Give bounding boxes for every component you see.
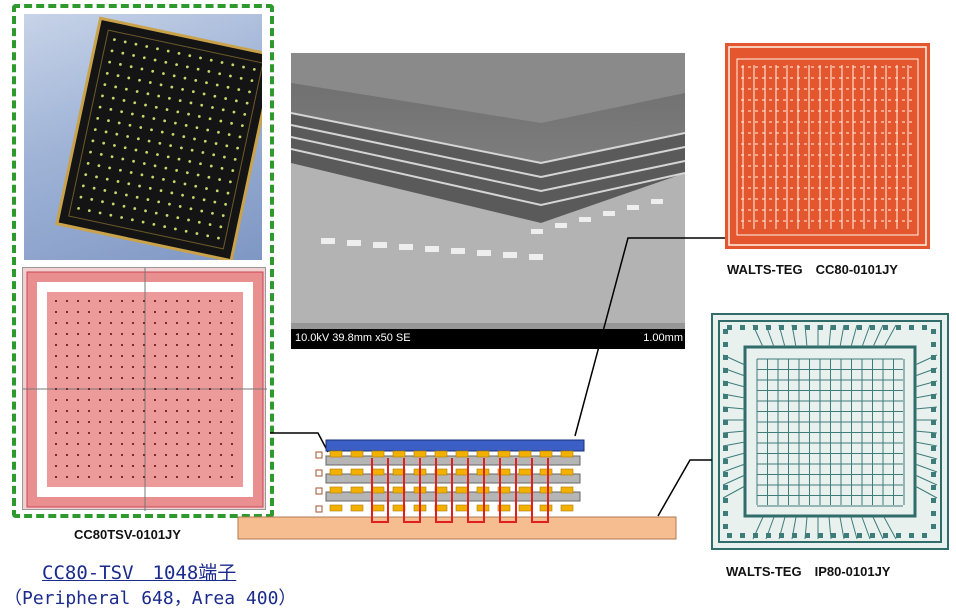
connector-layout-line bbox=[270, 432, 329, 453]
chip-photo-graphic bbox=[55, 16, 262, 260]
walts-cc80-layout bbox=[725, 43, 930, 249]
top-chip bbox=[325, 439, 585, 452]
connector-cc80-line bbox=[574, 237, 725, 437]
tsv-layout-drawing bbox=[22, 267, 267, 511]
walts-ip80-graphic bbox=[718, 320, 942, 543]
sem-info-bar: 10.0kV 39.8mm x50 SE 1.00mm bbox=[291, 329, 685, 349]
sem-graphic bbox=[291, 53, 685, 349]
sub-title: （Peripheral 648，Area 400） bbox=[4, 588, 297, 609]
walts-ip80-layout bbox=[711, 313, 949, 550]
sem-readout: 10.0kV 39.8mm x50 SE bbox=[295, 332, 411, 344]
tsv-layout-caption: CC80TSV-0101JY bbox=[74, 527, 181, 542]
substrate bbox=[237, 516, 677, 540]
sem-scale-label: 1.00mm bbox=[643, 332, 683, 344]
walts-cc80-caption: WALTS-TEG CC80-0101JY bbox=[727, 262, 898, 277]
main-title: CC80-TSV 1048端子 bbox=[42, 562, 237, 584]
connector-ip80-line bbox=[657, 459, 712, 517]
tsv-group-dashed-box bbox=[12, 4, 274, 518]
walts-ip80-caption: WALTS-TEG IP80-0101JY bbox=[726, 564, 891, 579]
tsv-layout-graphic bbox=[23, 268, 267, 511]
sem-image: 10.0kV 39.8mm x50 SE 1.00mm bbox=[291, 53, 685, 349]
walts-cc80-graphic bbox=[728, 46, 927, 246]
tsv-chip-photo bbox=[24, 14, 262, 260]
tsv-paths bbox=[371, 458, 549, 523]
